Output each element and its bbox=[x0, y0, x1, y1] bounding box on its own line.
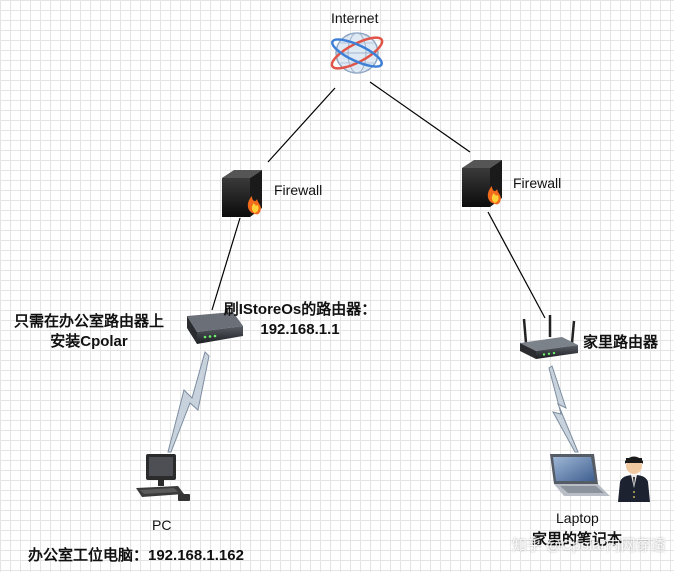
office-router-label: 刷IStoreOs的路由器： 192.168.1.1 bbox=[216, 300, 384, 340]
wireless-link-office-icon bbox=[167, 351, 210, 453]
laptop-caption: 家里的笔记本 bbox=[532, 531, 623, 548]
firewall-right-label: Firewall bbox=[513, 175, 562, 191]
wireless-link-home-icon bbox=[548, 365, 579, 453]
connection-lines bbox=[211, 81, 546, 319]
firewall-left-icon bbox=[222, 170, 262, 217]
home-router-label: 家里路由器 bbox=[583, 334, 659, 351]
firewall-right-icon bbox=[462, 160, 502, 207]
internet-label: Internet bbox=[331, 10, 379, 26]
link-internet-firewall-left bbox=[267, 87, 336, 163]
internet-globe-icon bbox=[330, 32, 384, 74]
pc-label: PC bbox=[152, 517, 172, 533]
office-router-note-line1: 只需在办公室路由器上 bbox=[13, 313, 164, 330]
pc-icon bbox=[136, 454, 190, 501]
watermark: 知乎 @Cpolar内网穿透 bbox=[512, 537, 666, 554]
link-firewall-right-home-router bbox=[487, 211, 546, 319]
home-router-icon bbox=[520, 315, 578, 359]
laptop-icon bbox=[550, 454, 610, 496]
user-icon bbox=[618, 456, 650, 502]
firewall-left-label: Firewall bbox=[274, 182, 323, 198]
office-router-label-line1: 刷IStoreOs的路由器： bbox=[223, 301, 377, 318]
link-internet-firewall-right bbox=[369, 81, 471, 153]
link-firewall-left-office-router bbox=[211, 217, 241, 311]
pc-caption: 办公室工位电脑：192.168.1.162 bbox=[28, 547, 244, 564]
office-router-note: 只需在办公室路由器上 安装Cpolar bbox=[0, 312, 178, 352]
office-router-note-line2: 安装Cpolar bbox=[50, 333, 128, 350]
office-router-ip: 192.168.1.1 bbox=[260, 321, 340, 338]
laptop-label: Laptop bbox=[556, 510, 599, 526]
office-router-icon bbox=[187, 312, 243, 344]
